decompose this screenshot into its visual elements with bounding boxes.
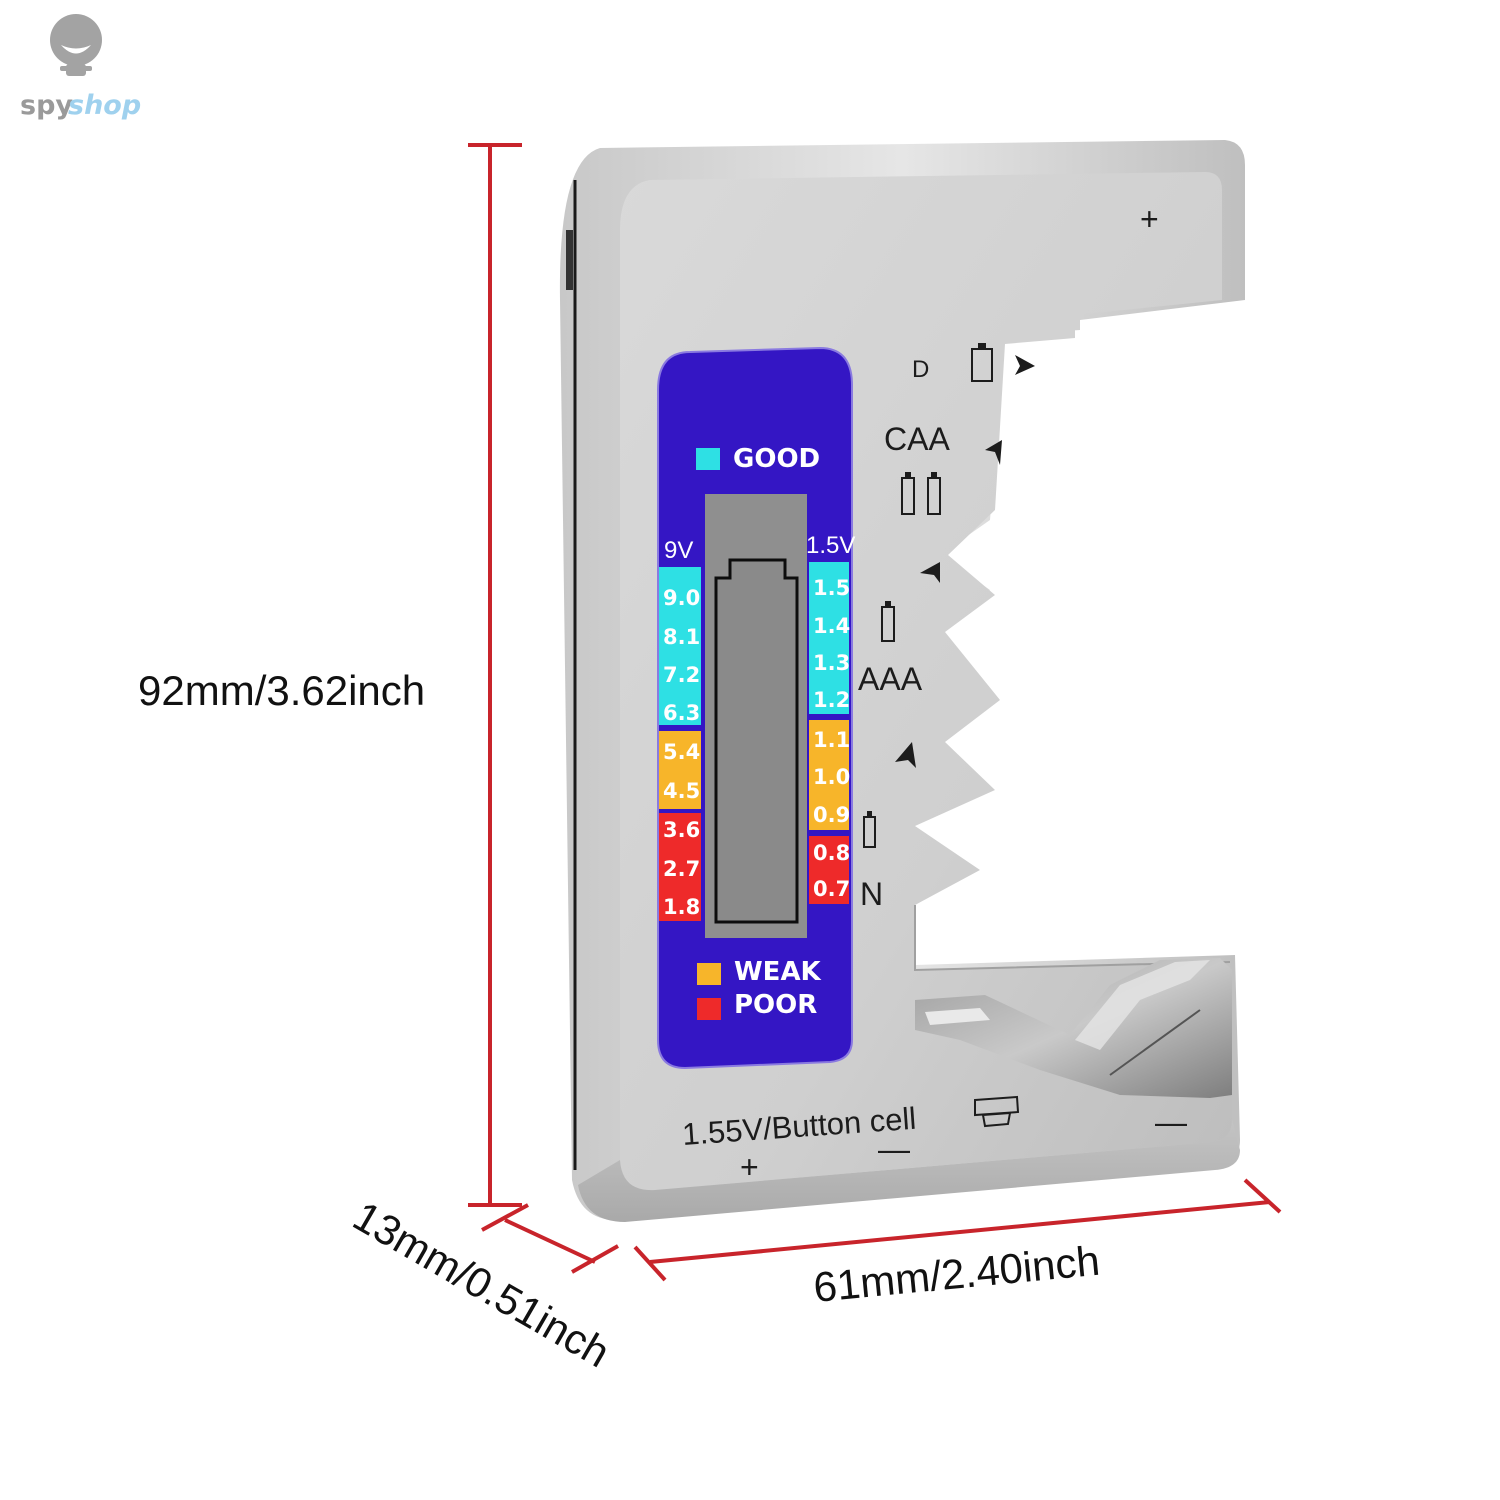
size-label-caa: CAA (884, 421, 950, 457)
scale-9v-values: 9.0 8.1 7.2 6.3 5.4 4.5 3.6 2.7 1.8 (663, 586, 700, 919)
button-cell-plus-mark: + (740, 1149, 759, 1185)
arrow-icon (895, 742, 916, 768)
svg-text:9.0: 9.0 (663, 586, 700, 610)
button-cell-minus-mark: — (878, 1131, 910, 1167)
ninja-mascot-icon (50, 14, 102, 76)
legend-weak-swatch (697, 963, 721, 985)
size-label-aaa: AAA (858, 661, 923, 697)
arrow-right-icon (1015, 355, 1035, 375)
size-label-n: N (860, 876, 883, 912)
svg-text:2.7: 2.7 (663, 857, 700, 881)
svg-text:1.8: 1.8 (663, 895, 700, 919)
scale-15v-label: 1.5V (806, 532, 855, 559)
battery-gauge-icon (714, 558, 799, 924)
svg-text:1.4: 1.4 (813, 614, 850, 638)
svg-text:3.6: 3.6 (663, 818, 700, 842)
svg-text:1.5: 1.5 (813, 576, 850, 600)
legend-good-swatch (696, 448, 720, 470)
arrow-icon (985, 440, 1002, 465)
height-dimension: 92mm/3.62inch (138, 143, 522, 1207)
svg-text:6.3: 6.3 (663, 701, 700, 725)
svg-text:0.7: 0.7 (813, 877, 850, 901)
scale-9v-label: 9V (664, 537, 693, 564)
arrow-icon (920, 562, 940, 583)
svg-text:8.1: 8.1 (663, 625, 700, 649)
legend-poor-swatch (697, 998, 721, 1020)
right-minus-mark: — (1155, 1104, 1187, 1140)
depth-dimension: 13mm/0.51inch (346, 1192, 619, 1376)
legend-weak-label: WEAK (734, 957, 822, 987)
battery-n-icon (863, 811, 876, 848)
svg-text:4.5: 4.5 (663, 779, 700, 803)
indicator-panel: GOOD 9V 9.0 8.1 7.2 6.3 5.4 4.5 3.6 2.7 … (657, 346, 855, 1070)
metal-spring-contact (915, 958, 1232, 1098)
svg-text:0.8: 0.8 (813, 841, 850, 865)
battery-tester-device: + D CAA AAA N 1.55V/Button cell + — (559, 140, 1245, 1222)
logo-text-spy: spy (20, 90, 73, 121)
svg-text:5.4: 5.4 (663, 740, 700, 764)
legend-good-label: GOOD (733, 444, 820, 474)
top-plus-mark: + (1140, 201, 1159, 237)
device-bottom-bevel (578, 1120, 1240, 1222)
height-label: 92mm/3.62inch (138, 667, 425, 714)
width-label: 61mm/2.40inch (811, 1237, 1101, 1311)
depth-label: 13mm/0.51inch (346, 1192, 618, 1376)
spyshop-logo: spy shop (20, 14, 141, 121)
svg-text:1.0: 1.0 (813, 765, 850, 789)
button-cell-icon (974, 1095, 1020, 1128)
battery-d-icon (971, 343, 993, 382)
svg-text:1.2: 1.2 (813, 688, 850, 712)
size-label-d: D (912, 356, 929, 383)
battery-caa-icon (901, 472, 941, 515)
svg-text:1.1: 1.1 (813, 728, 850, 752)
side-slot (566, 230, 573, 290)
legend-poor-label: POOR (734, 990, 817, 1020)
logo-text-shop: shop (68, 90, 141, 121)
svg-text:7.2: 7.2 (663, 663, 700, 687)
svg-text:0.9: 0.9 (813, 803, 850, 827)
svg-text:1.3: 1.3 (813, 651, 850, 675)
scale-15v-values: 1.5 1.4 1.3 1.2 1.1 1.0 0.9 0.8 0.7 (813, 576, 850, 901)
battery-aaa-icon (881, 601, 895, 642)
